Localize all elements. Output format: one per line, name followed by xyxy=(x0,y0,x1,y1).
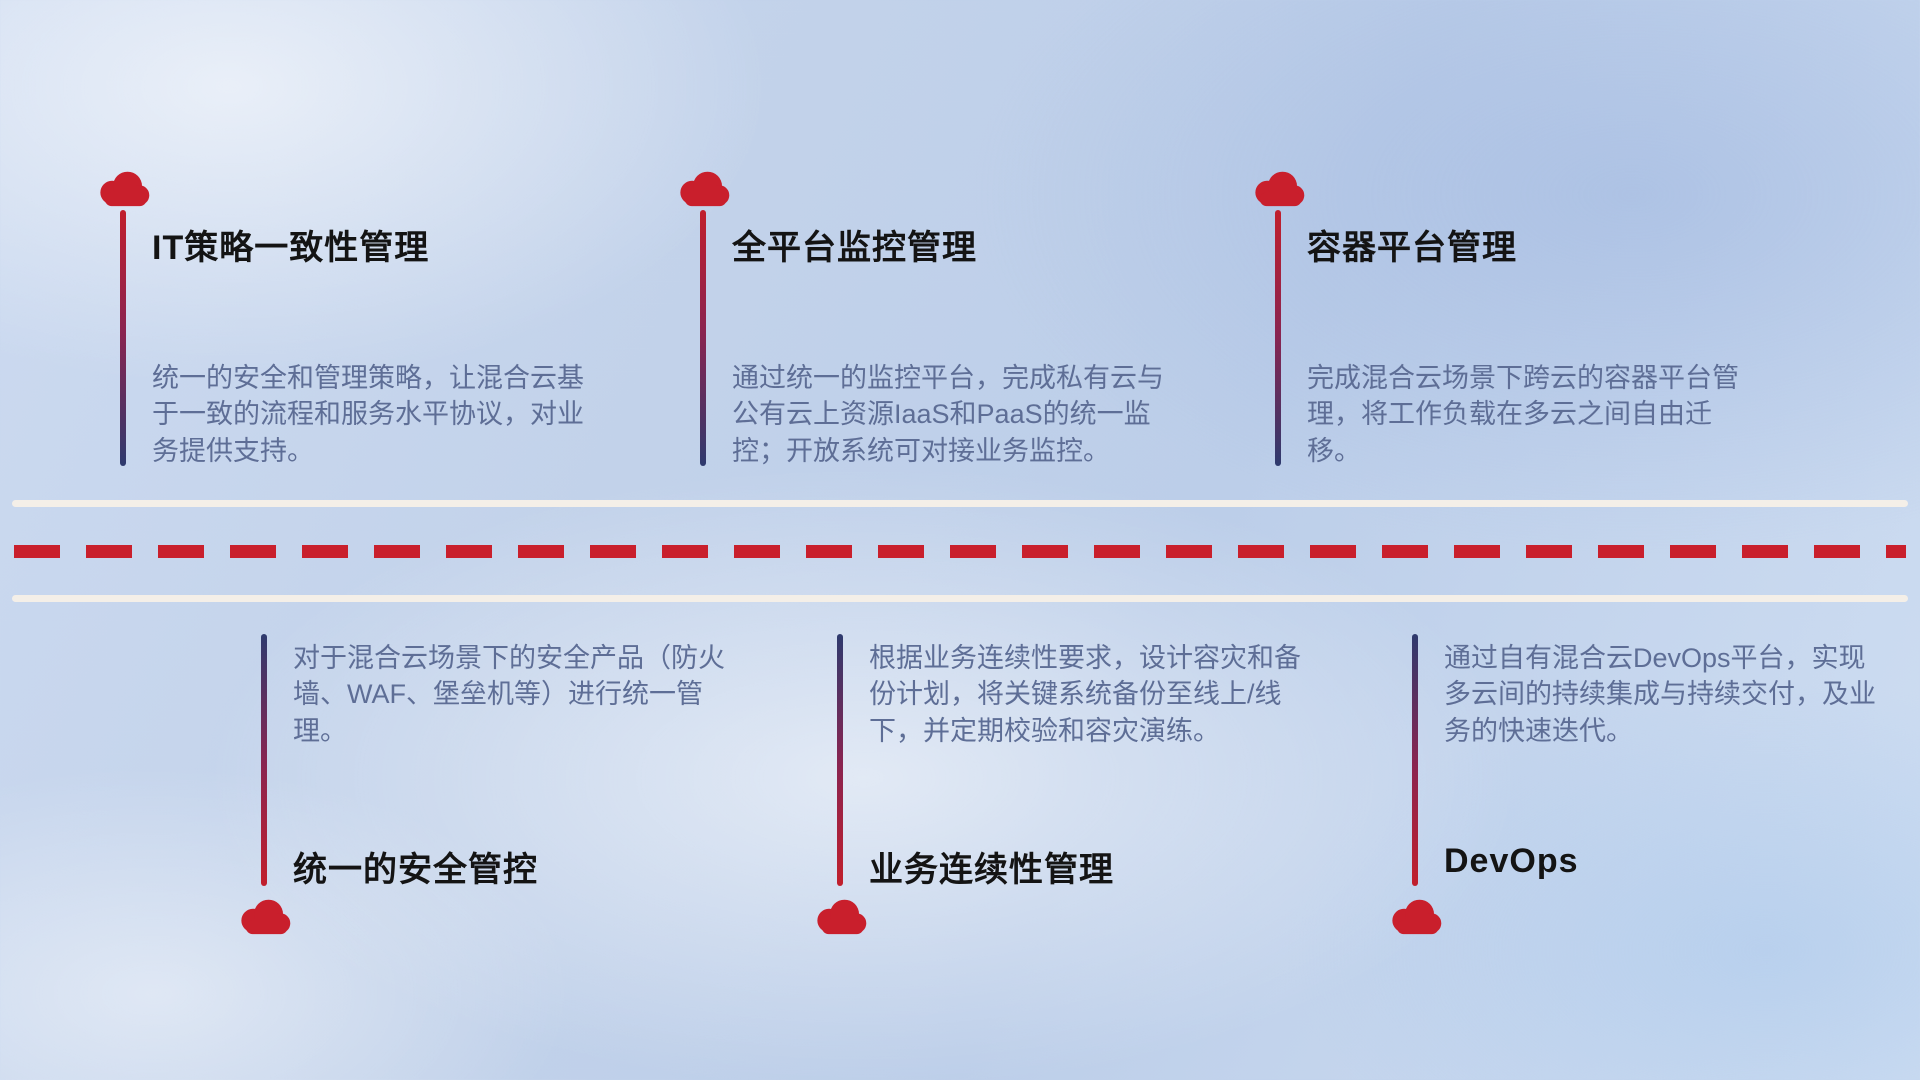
cloud-icon xyxy=(1386,896,1444,936)
cloud-icon xyxy=(811,896,869,936)
feature-title: 业务连续性管理 xyxy=(869,851,1114,889)
feature-description: 统一的安全和管理策略，让混合云基于一致的流程和服务水平协议，对业务提供支持。 xyxy=(152,363,584,466)
feature-description: 完成混合云场景下跨云的容器平台管理，将工作负载在多云之间自由迁移。 xyxy=(1307,363,1739,466)
timeline-pole xyxy=(261,634,267,886)
feature-business-continuity: 根据业务连续性要求，设计容灾和备份计划，将关键系统备份至线上/线下，并定期校验和… xyxy=(811,628,1351,958)
feature-description: 对于混合云场景下的安全产品（防火墙、WAF、堡垒机等）进行统一管理。 xyxy=(293,643,725,746)
feature-description: 根据业务连续性要求，设计容灾和备份计划，将关键系统备份至线上/线下，并定期校验和… xyxy=(869,643,1301,746)
cloud-icon xyxy=(235,896,293,936)
feature-description: 通过自有混合云DevOps平台，实现多云间的持续集成与持续交付，及业务的快速迭代… xyxy=(1444,643,1876,746)
feature-title: IT策略一致性管理 xyxy=(152,229,430,267)
feature-title: 统一的安全管控 xyxy=(293,851,538,889)
feature-container-platform: 容器平台管理 完成混合云场景下跨云的容器平台管理，将工作负载在多云之间自由迁移。 xyxy=(1249,168,1789,478)
timeline-pole xyxy=(1412,634,1418,886)
timeline-pole xyxy=(1275,210,1281,466)
road-dashed-centerline xyxy=(14,545,1906,558)
timeline-pole xyxy=(120,210,126,466)
cloud-icon xyxy=(674,168,732,208)
feature-devops: 通过自有混合云DevOps平台，实现多云间的持续集成与持续交付，及业务的快速迭代… xyxy=(1386,628,1920,958)
cloud-icon xyxy=(94,168,152,208)
feature-description: 通过统一的监控平台，完成私有云与公有云上资源IaaS和PaaS的统一监控；开放系… xyxy=(732,363,1164,466)
feature-title: DevOps xyxy=(1444,842,1579,880)
road-line-bottom xyxy=(12,595,1908,602)
feature-monitoring: 全平台监控管理 通过统一的监控平台，完成私有云与公有云上资源IaaS和PaaS的… xyxy=(674,168,1214,478)
feature-title: 全平台监控管理 xyxy=(732,229,977,267)
feature-it-policy: IT策略一致性管理 统一的安全和管理策略，让混合云基于一致的流程和服务水平协议，… xyxy=(94,168,634,478)
timeline-pole xyxy=(837,634,843,886)
road-line-top xyxy=(12,500,1908,507)
feature-security-control: 对于混合云场景下的安全产品（防火墙、WAF、堡垒机等）进行统一管理。 统一的安全… xyxy=(235,628,775,958)
timeline-pole xyxy=(700,210,706,466)
cloud-icon xyxy=(1249,168,1307,208)
feature-title: 容器平台管理 xyxy=(1307,229,1517,267)
